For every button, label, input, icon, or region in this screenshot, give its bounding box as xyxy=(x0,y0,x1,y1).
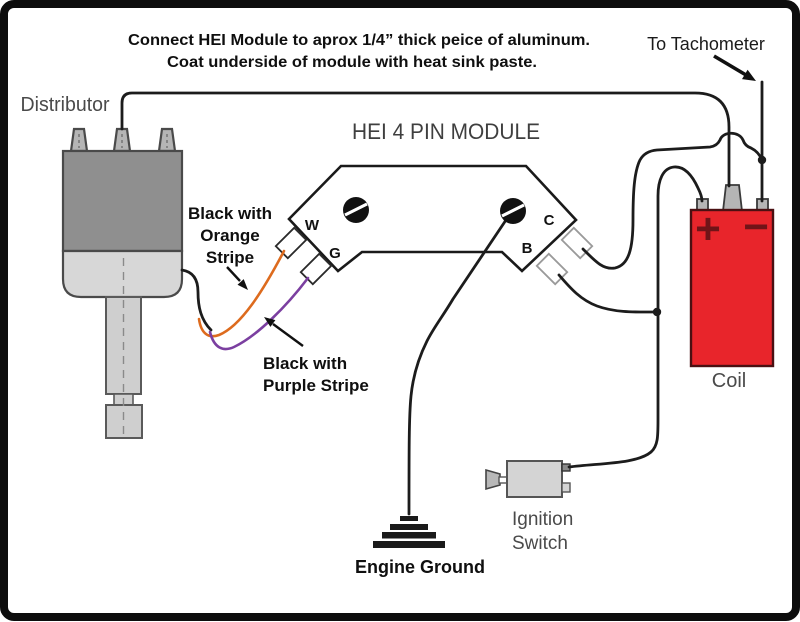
ignition-switch-terminal-bottom xyxy=(561,482,571,493)
module-c-to-coil-negative-wire xyxy=(581,131,764,270)
distributor-cap xyxy=(61,149,184,253)
purple-wire-label-line-1: Black with xyxy=(263,354,347,373)
distributor-towers xyxy=(69,127,177,153)
orange-wire-label-line-2: Orange xyxy=(200,226,260,245)
junction-dot-coil-negative xyxy=(757,155,767,165)
engine-ground-label: Engine Ground xyxy=(355,557,485,577)
coil-label: Coil xyxy=(712,370,746,392)
coil-tower xyxy=(721,184,744,212)
ignition-key xyxy=(485,468,501,491)
purple-stripe-wire xyxy=(208,276,310,351)
distributor-label: Distributor xyxy=(21,94,110,116)
hei-module-body xyxy=(287,164,578,273)
orange-wire-label-line-1: Black with xyxy=(188,204,272,223)
ignition-switch-body xyxy=(506,460,563,498)
heatsink-note-line-2: Coat underside of module with heat sink … xyxy=(167,54,537,71)
purple-wire-label-line-2: Purple Stripe xyxy=(263,376,369,395)
pin-label-g: G xyxy=(329,245,341,262)
distributor-body xyxy=(61,249,184,299)
distributor-pickup-wire xyxy=(180,268,213,332)
coil: + − xyxy=(689,184,775,368)
module-b-supply-wire xyxy=(557,273,659,314)
ignition-switch-label-line-1: Ignition xyxy=(512,509,573,530)
coil-minus-symbol: − xyxy=(743,203,769,252)
purple-label-arrow xyxy=(272,323,304,347)
tachometer-arrow xyxy=(713,54,747,77)
ignition-to-coil-positive-wire xyxy=(567,165,704,469)
annotation-arrows xyxy=(226,54,756,347)
junction-dot-b-wire xyxy=(652,307,662,317)
orange-label-arrow xyxy=(226,266,241,282)
coil-plus-symbol: + xyxy=(695,205,721,254)
orange-stripe-wire xyxy=(197,249,286,338)
orange-wire-label-line-3: Stripe xyxy=(206,248,254,267)
module-mounting-screws xyxy=(343,197,526,224)
engine-ground-symbol xyxy=(373,516,445,548)
ignition-switch-label-line-2: Switch xyxy=(512,533,568,554)
module-ground-wire xyxy=(407,218,508,516)
ignition-switch xyxy=(485,460,571,498)
coil-body xyxy=(689,208,775,368)
pin-label-c: C xyxy=(544,212,555,229)
distributor xyxy=(61,127,184,439)
module-title: HEI 4 PIN MODULE xyxy=(352,119,540,144)
pin-label-w: W xyxy=(305,217,320,234)
pin-label-b: B xyxy=(522,240,533,257)
tachometer-label: To Tachometer xyxy=(647,34,765,54)
heatsink-note-line-1: Connect HEI Module to aprox 1/4” thick p… xyxy=(128,32,590,49)
distributor-to-coil-tower-wire xyxy=(120,91,731,188)
